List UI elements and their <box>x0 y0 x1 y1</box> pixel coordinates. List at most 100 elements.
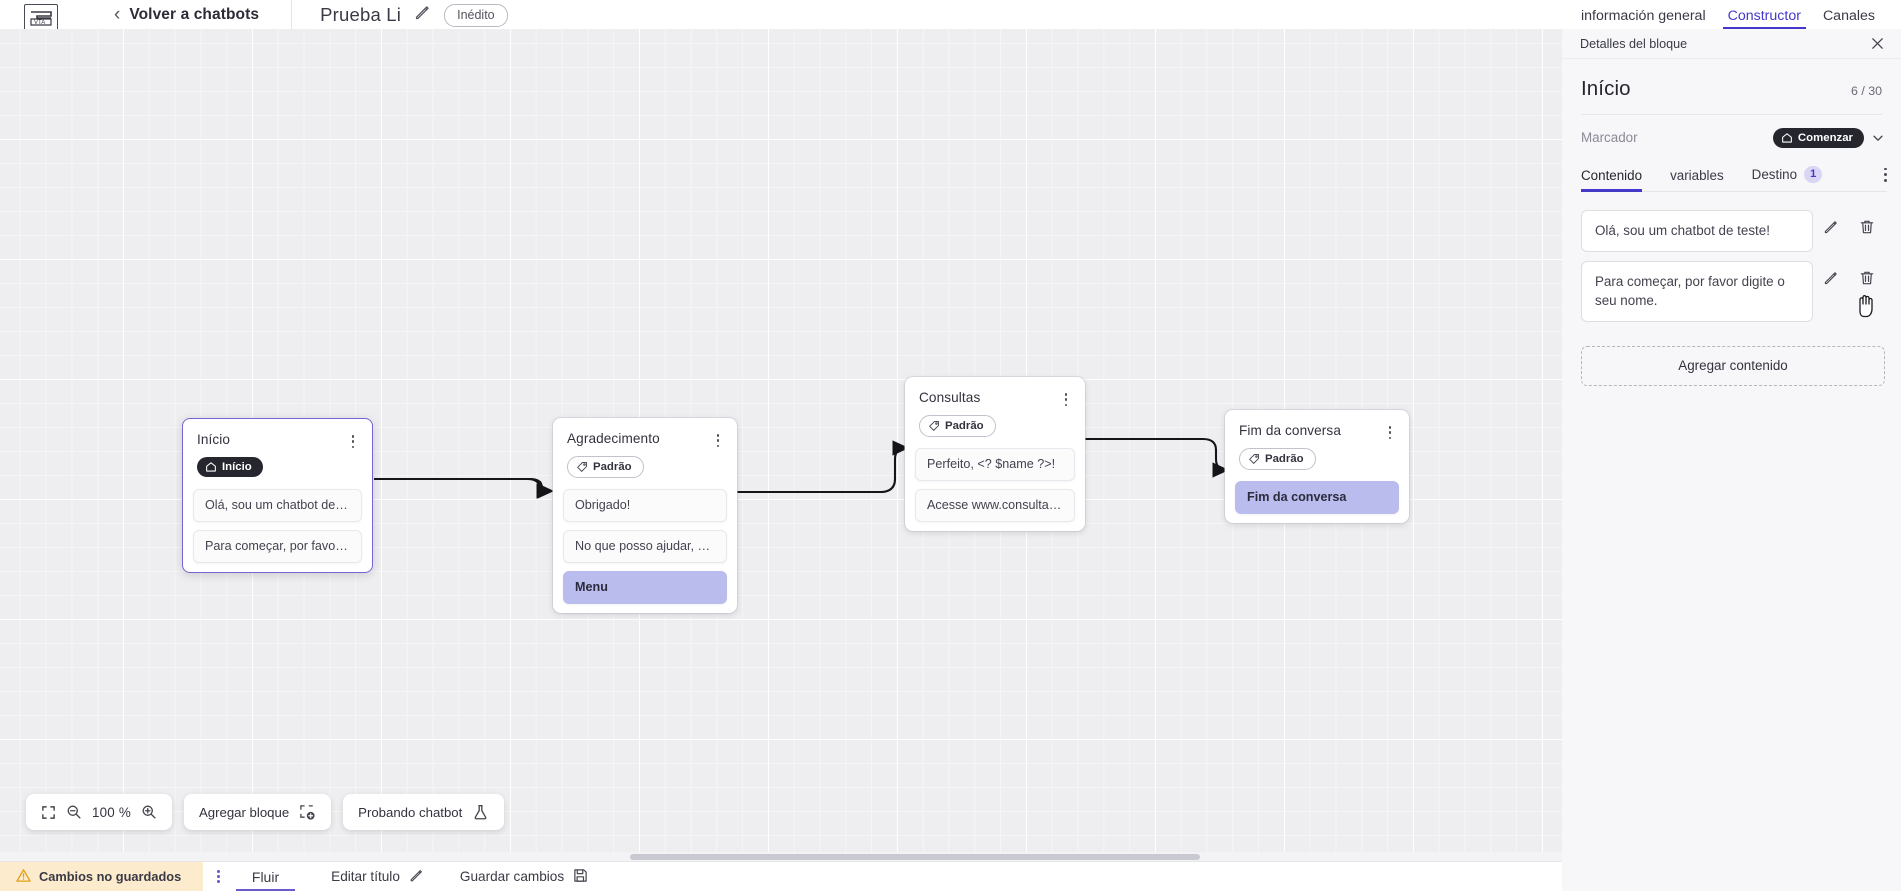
tab-fluir[interactable]: Fluir <box>235 862 296 891</box>
node-message[interactable]: Perfeito, <? $name ?>! <box>915 447 1075 481</box>
content-text-field[interactable]: Olá, sou um chatbot de teste! <box>1581 209 1813 252</box>
node-menu-button[interactable] <box>1059 390 1073 407</box>
pencil-icon[interactable] <box>1813 210 1849 235</box>
canvas-horizontal-scrollbar[interactable] <box>0 852 1562 862</box>
zoom-controls: 100 % <box>26 794 172 830</box>
node-message[interactable]: No que posso ajudar, <? $name … <box>563 529 727 563</box>
status-badge: Inédito <box>444 4 508 27</box>
pencil-icon[interactable] <box>1813 261 1849 286</box>
node-menu-button[interactable] <box>1383 423 1397 440</box>
panel-top-tabs: información general Constructor Canales <box>1562 0 1901 30</box>
node-header: Agradecimento <box>553 418 737 448</box>
back-to-chatbots-button[interactable]: ‹ Volver a chatbots <box>114 0 259 29</box>
sub-tab-contenido[interactable]: Contenido <box>1581 168 1656 192</box>
sub-tab-label: variables <box>1670 167 1724 183</box>
chevron-down-icon[interactable] <box>1871 131 1885 145</box>
edit-title-label: Editar título <box>331 869 400 884</box>
flow-edges <box>374 437 1230 499</box>
block-title-row: Início 6 / 30 <box>1562 59 1901 101</box>
vtex-logo-icon: VTA <box>30 10 52 26</box>
add-block-button[interactable]: Agregar bloque <box>183 794 332 830</box>
trash-icon[interactable] <box>1849 210 1885 235</box>
zoom-in-icon[interactable] <box>141 804 157 820</box>
node-tag-row: Início <box>183 448 372 478</box>
pencil-icon <box>409 868 424 886</box>
top-bar: VTA ‹ Volver a chatbots Prueba Li Inédit… <box>0 0 1562 29</box>
content-item: Olá, sou um chatbot de teste! <box>1581 209 1885 252</box>
node-message[interactable]: Acesse www.consultas.com par… <box>915 488 1075 522</box>
flow-canvas[interactable]: Início Início Olá, sou um chatbot de tes… <box>0 29 1562 862</box>
add-block-icon <box>299 804 316 821</box>
tab-informacion-general[interactable]: información general <box>1570 9 1717 29</box>
node-message[interactable]: Obrigado! <box>563 488 727 522</box>
sub-tab-list: Contenido variables Destino 1 <box>1581 165 1850 192</box>
flow-node-consultas[interactable]: Consultas Padrão Perfeito, <? $name ?>! … <box>905 377 1085 531</box>
unsaved-changes-badge: Cambios no guardados <box>0 862 204 891</box>
panel-sub-tabs: Contenido variables Destino 1 <box>1581 165 1887 192</box>
sub-tab-variables[interactable]: variables <box>1670 168 1738 191</box>
canvas-toolbar: 100 % Agregar bloque Probando chatbot <box>26 794 505 830</box>
tab-label: información general <box>1581 7 1706 24</box>
node-tag-label: Padrão <box>945 419 984 432</box>
flow-node-inicio[interactable]: Início Início Olá, sou um chatbot de tes… <box>182 418 373 573</box>
marker-badge[interactable]: Comenzar <box>1772 128 1864 148</box>
node-title: Início <box>197 432 231 447</box>
chatbot-title: Prueba Li <box>320 3 402 25</box>
tab-canales[interactable]: Canales <box>1812 9 1886 29</box>
pencil-icon[interactable] <box>414 4 431 26</box>
chatbot-title-group: Prueba Li Inédito <box>320 3 508 27</box>
node-tag-badge: Padrão <box>1239 448 1316 470</box>
sub-tabs-menu-icon[interactable] <box>1884 167 1887 191</box>
node-message-highlighted[interactable]: Fim da conversa <box>1235 480 1399 514</box>
panel-header-title: Detalles del bloque <box>1580 36 1688 51</box>
node-menu-button[interactable] <box>346 432 360 449</box>
node-tag-row: Padrão <box>1225 439 1409 470</box>
save-changes-button[interactable]: Guardar cambios <box>460 868 588 886</box>
node-message-highlighted[interactable]: Menu <box>563 570 727 604</box>
node-menu-button[interactable] <box>711 431 725 448</box>
node-tag-label: Padrão <box>593 460 632 473</box>
node-message[interactable]: Olá, sou um chatbot de teste! <box>193 488 362 522</box>
node-tag-row: Padrão <box>905 406 1085 437</box>
node-tag-badge: Início <box>197 457 263 477</box>
test-chatbot-button[interactable]: Probando chatbot <box>343 794 505 830</box>
node-messages: Obrigado! No que posso ajudar, <? $name … <box>553 478 737 604</box>
content-text-field[interactable]: Para começar, por favor digite o seu nom… <box>1581 260 1813 322</box>
marker-value-group: Comenzar <box>1772 128 1885 148</box>
save-changes-label: Guardar cambios <box>459 869 565 884</box>
tab-label: Constructor <box>1727 7 1801 24</box>
node-tag-badge: Padrão <box>567 456 644 478</box>
add-content-label: Agregar contenido <box>1678 358 1788 374</box>
edit-title-button[interactable]: Editar título <box>331 868 424 886</box>
tab-label: Canales <box>1822 7 1875 24</box>
flow-node-agradecimento[interactable]: Agradecimento Padrão Obrigado! No que po… <box>553 418 737 613</box>
status-bar: Cambios no guardados Fluir Editar título… <box>0 862 1562 891</box>
tab-fluir-label: Fluir <box>251 868 280 885</box>
right-panel: información general Constructor Canales … <box>1562 0 1901 891</box>
close-icon[interactable] <box>1870 36 1885 51</box>
node-title: Agradecimento <box>567 431 660 446</box>
vtex-logo-icon[interactable]: VTA <box>24 3 58 29</box>
fit-screen-icon[interactable] <box>41 805 56 820</box>
destino-badge-count: 1 <box>1804 165 1823 183</box>
add-content-button[interactable]: Agregar contenido <box>1581 345 1885 386</box>
trash-icon[interactable] <box>1849 261 1885 286</box>
marker-value: Comenzar <box>1797 131 1853 144</box>
home-icon <box>206 462 216 472</box>
flow-node-fim-da-conversa[interactable]: Fim da conversa Padrão Fim da conversa <box>1225 410 1409 523</box>
scrollbar-thumb[interactable] <box>630 854 1200 860</box>
add-block-label: Agregar bloque <box>198 804 290 820</box>
zoom-out-icon[interactable] <box>66 804 82 820</box>
chevron-left-icon: ‹ <box>114 4 121 25</box>
tag-icon <box>577 461 587 472</box>
tab-constructor[interactable]: Constructor <box>1717 7 1812 30</box>
node-header: Início <box>183 419 372 449</box>
node-message[interactable]: Para começar, por favor digite o … <box>193 529 362 563</box>
svg-text:VTA: VTA <box>34 20 45 26</box>
node-title: Fim da conversa <box>1239 423 1341 438</box>
status-bar-menu-icon[interactable] <box>217 869 220 884</box>
node-tag-badge: Padrão <box>919 415 996 437</box>
node-messages: Perfeito, <? $name ?>! Acesse www.consul… <box>905 437 1085 522</box>
marker-label: Marcador <box>1581 130 1638 146</box>
sub-tab-destino[interactable]: Destino 1 <box>1752 165 1837 191</box>
